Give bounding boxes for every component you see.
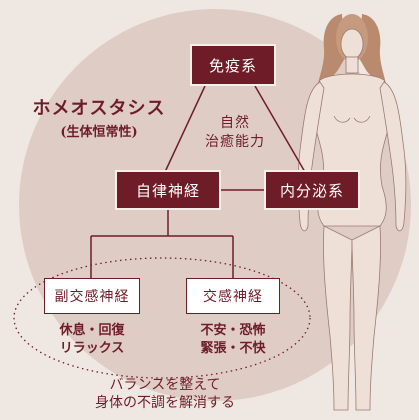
parasympathetic-effect-line2: リラックス: [59, 340, 125, 356]
sympathetic-label: 交感神経: [203, 289, 263, 305]
autonomic-nerves-box: 自律神経: [115, 170, 221, 210]
sympathetic-effects: 不安・恐怖 緊張・不快: [183, 322, 283, 357]
homeostasis-title: ホメオスタシス: [32, 98, 166, 119]
sympathetic-effect-line2: 緊張・不快: [200, 340, 266, 356]
parasympathetic-effect-line1: 休息・回復: [59, 323, 125, 338]
natural-healing-label: 自然 治癒能力: [190, 114, 280, 152]
autonomic-dotted-ellipse: [13, 257, 311, 379]
footer-line1: バランスを整えて: [109, 377, 221, 393]
footer-line2: 身体の不調を解消する: [95, 395, 235, 412]
homeostasis-subtitle: (生体恒常性): [60, 125, 138, 140]
endocrine-system-box: 内分泌系: [264, 170, 360, 210]
footer-message: バランスを整えて 身体の不調を解消する: [60, 376, 270, 412]
sympathetic-box: 交感神経: [186, 278, 280, 314]
parasympathetic-label: 副交感神経: [54, 289, 130, 305]
autonomic-nerves-label: 自律神経: [135, 181, 200, 200]
parasympathetic-effects: 休息・回復 リラックス: [42, 322, 142, 357]
immune-system-box: 免疫系: [190, 44, 276, 86]
natural-healing-line1: 自然: [220, 115, 250, 131]
endocrine-system-label: 内分泌系: [279, 181, 344, 200]
parasympathetic-box: 副交感神経: [44, 278, 140, 314]
immune-system-label: 免疫系: [208, 56, 257, 75]
connector-lines: [90, 85, 306, 278]
natural-healing-line2: 治癒能力: [205, 133, 265, 150]
sympathetic-effect-line1: 不安・恐怖: [200, 323, 266, 338]
